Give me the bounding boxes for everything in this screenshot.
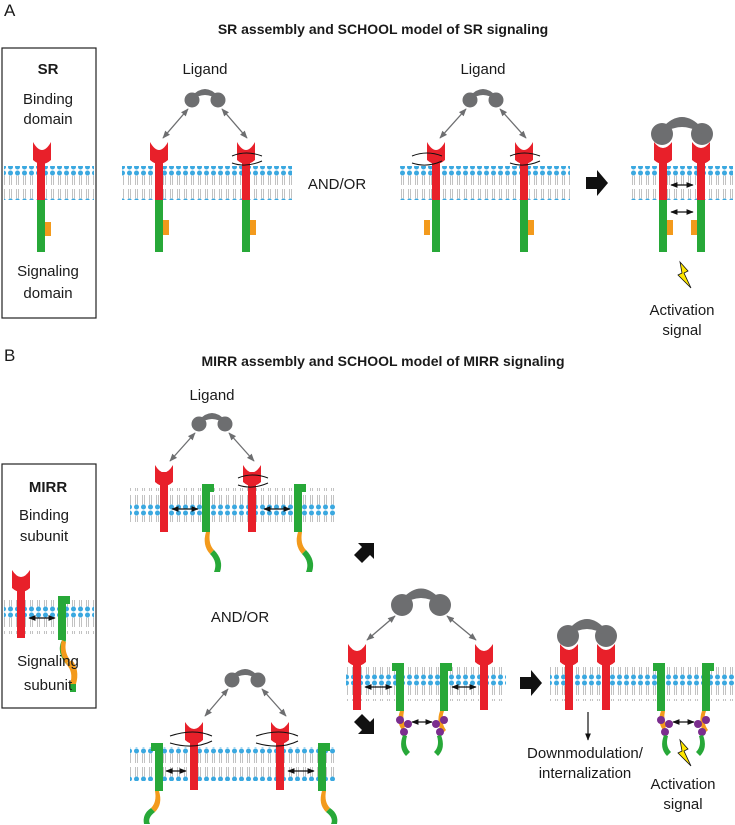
downmod-label-1: Downmodulation/ (527, 745, 644, 762)
ligand-1-arrow-right (221, 108, 248, 139)
downmod-label-2: internalization (539, 765, 632, 782)
ligand-6 (391, 588, 451, 616)
sr-activation-label-2: signal (662, 322, 701, 339)
ligand-2 (462, 89, 504, 108)
sr-active-complex (630, 117, 733, 252)
mirr-block-arrow-bottom (354, 714, 374, 734)
sr-binding-label-1: Binding (23, 91, 73, 108)
sr-ligand-label-1: Ligand (182, 61, 227, 78)
membrane-b2 (130, 747, 335, 781)
sr-receptor-a1-left (150, 142, 169, 252)
mirr-ligand-label: Ligand (189, 387, 234, 404)
sr-signaling-label-2: domain (23, 285, 72, 302)
ligand-4 (191, 413, 233, 432)
sr-scenario-1: Ligand (122, 61, 292, 252)
membrane-a3 (630, 166, 733, 200)
ligand-2-arrow-left (439, 108, 467, 139)
mirr-legend-heading: MIRR (29, 479, 67, 496)
mirr-legend-box: MIRR Binding subunit Signaling subunit (1, 463, 97, 709)
sr-block-arrow (586, 170, 608, 196)
sr-activation-label-1: Activation (649, 302, 714, 319)
sr-scenario-2: Ligand (400, 61, 570, 252)
phospho-dots-right (432, 716, 448, 736)
sr-receptor-a2-right (509, 142, 541, 252)
mirr-b1-signaling-right (294, 484, 314, 572)
mirr-andor: AND/OR (211, 609, 270, 626)
mirr-scenario-1: Ligand (130, 387, 335, 572)
mirr-block-arrow-final (520, 670, 542, 696)
mirr-active-state (550, 619, 735, 756)
mirr-signaling-label-2: subunit (24, 677, 73, 694)
mirr-activation-label-2: signal (663, 796, 702, 813)
mirr-lightning-icon (677, 738, 692, 767)
sr-ligand-label-2: Ligand (460, 61, 505, 78)
membrane-a2 (400, 166, 570, 200)
panel-b: B MIRR assembly and SCHOOL model of MIRR… (1, 346, 735, 824)
membrane-a1 (122, 166, 292, 200)
ligand-2-arrow-right (499, 108, 527, 139)
sr-receptor-a1-right (231, 142, 263, 252)
ligand-1-arrow-left (162, 108, 189, 139)
mirr-b1-signaling-left (202, 484, 222, 572)
mirr-b2-signaling-right (318, 743, 338, 824)
mirr-scenario-2 (130, 669, 338, 824)
mirr-activation-label-1: Activation (650, 776, 715, 793)
mirr-legend-frame (1, 463, 97, 709)
ligand-1 (184, 89, 226, 108)
sr-andor: AND/OR (308, 176, 367, 193)
sr-legend-box: SR Binding domain Signaling domain (1, 47, 97, 319)
sr-lightning-icon (677, 260, 692, 289)
panel-a-title: SR assembly and SCHOOL model of SR signa… (218, 21, 548, 37)
sr-legend-membrane (4, 166, 94, 200)
ligand-3 (651, 117, 713, 145)
sr-receptor-a2-left (411, 142, 445, 252)
mirr-binding-label-2: subunit (20, 528, 69, 545)
ligand-7 (557, 619, 617, 647)
mirr-legend-binding (12, 570, 30, 638)
mirr-legend-signaling (58, 596, 78, 692)
membrane-b3 (346, 667, 506, 701)
ligand-5 (224, 669, 266, 688)
mirr-b2-signaling-left (143, 743, 163, 824)
mirr-signaling-label-1: Signaling (17, 653, 79, 670)
sr-binding-label-2: domain (23, 111, 72, 128)
mirr-bound-complex (346, 588, 506, 756)
sr-signaling-label-1: Signaling (17, 263, 79, 280)
mirr-block-arrow-top (354, 543, 374, 563)
panel-a-letter: A (4, 1, 16, 20)
sr-legend-heading: SR (38, 61, 59, 78)
panel-b-letter: B (4, 346, 15, 365)
phospho-dots-left (396, 716, 412, 736)
panel-b-title: MIRR assembly and SCHOOL model of MIRR s… (201, 353, 564, 369)
mirr-binding-label-1: Binding (19, 507, 69, 524)
sr-legend-frame (1, 47, 97, 319)
panel-a: A SR assembly and SCHOOL model of SR sig… (1, 1, 733, 339)
sr-legend-receptor (33, 142, 51, 252)
